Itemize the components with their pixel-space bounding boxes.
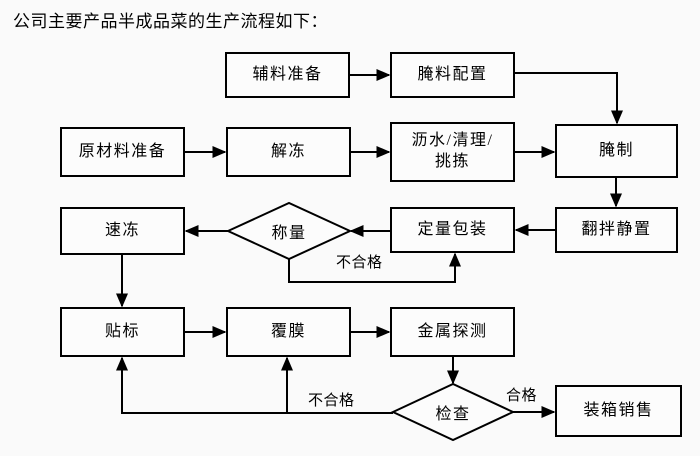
node-quick-freeze-label: 速冻 [104,221,140,239]
node-metal-detection-label: 金属探测 [417,322,488,340]
node-labeling-label: 贴标 [104,322,140,340]
edge-label-weighing-fail: 不合格 [336,255,383,271]
node-raw-material-prep-label: 原材料准备 [78,142,167,160]
node-film-coating: 覆膜 [226,307,351,357]
edge-label-inspection-pass: 合格 [506,388,538,404]
arrow-marinade-to-marinating [515,72,623,125]
node-raw-material-prep: 原材料准备 [60,127,185,177]
node-metal-detection: 金属探测 [390,307,515,357]
node-inspection-label: 检查 [435,406,471,423]
node-auxiliary-prep: 辅料准备 [225,52,350,98]
edge-label-inspection-fail: 不合格 [308,393,355,409]
node-drain-clean-sort: 沥水/清理/ 挑拣 [390,122,515,182]
node-drain-clean-sort-label: 沥水/清理/ 挑拣 [411,132,494,170]
node-weighing-label: 称量 [271,225,307,242]
weighing-diamond [225,201,353,261]
node-mix-and-rest: 翻拌静置 [555,207,678,253]
node-boxing-sales-label: 装箱销售 [583,401,654,419]
node-auxiliary-prep-label: 辅料准备 [252,65,323,83]
node-quantitative-packaging: 定量包装 [390,207,515,253]
node-quick-freeze: 速冻 [60,207,185,255]
node-quantitative-packaging-label: 定量包装 [417,220,488,238]
node-marinating: 腌制 [555,124,678,178]
node-marinade-config-label: 腌料配置 [417,65,488,83]
node-weighing: 称量 [228,204,350,258]
arrow-weighing-fail-to-packaging [288,252,461,283]
node-thawing-label: 解冻 [270,142,306,160]
page-title: 公司主要产品半成品菜的生产流程如下： [13,12,328,31]
node-inspection: 检查 [393,385,513,439]
node-thawing: 解冻 [226,127,351,177]
node-mix-and-rest-label: 翻拌静置 [581,220,652,238]
node-marinade-config: 腌料配置 [390,52,515,98]
node-labeling: 贴标 [60,307,185,357]
node-marinating-label: 腌制 [598,141,634,159]
node-film-coating-label: 覆膜 [270,322,306,340]
inspection-diamond [390,382,516,442]
arrow-inspection-fail-to-labeling [116,356,393,414]
node-boxing-sales: 装箱销售 [555,385,682,437]
